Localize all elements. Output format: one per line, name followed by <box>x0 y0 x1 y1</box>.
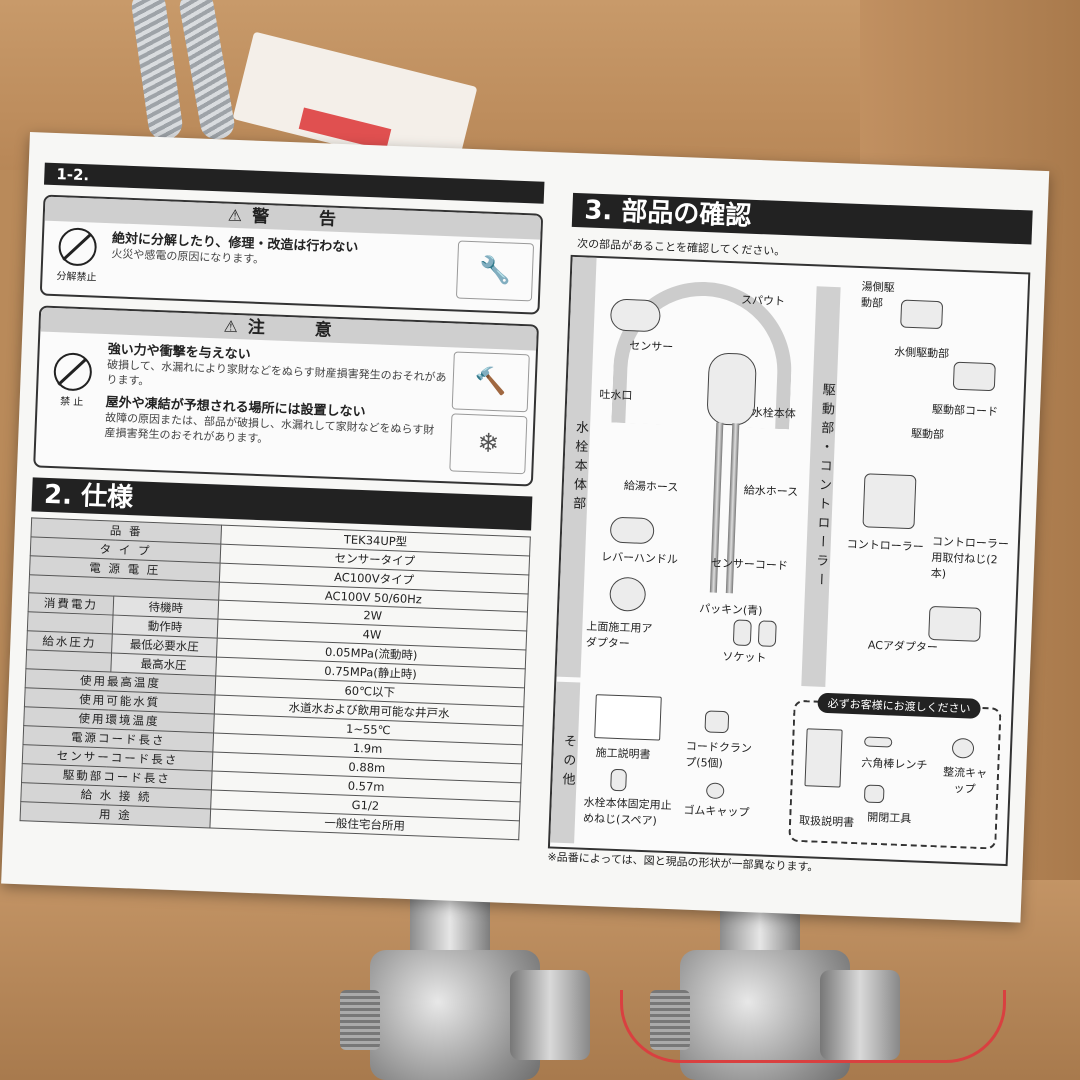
adapter-icon <box>609 576 647 612</box>
warning-box: ⚠警 告 分解禁止 絶対に分解したり、修理・改造は行わない 火災や感電の原因にな… <box>39 194 544 315</box>
fix-screw-icon <box>610 768 627 792</box>
warning-title: 警 告 <box>251 206 359 231</box>
lever-handle-icon <box>609 516 655 545</box>
hex-wrench-icon <box>864 736 893 748</box>
open-tool-icon <box>863 784 885 804</box>
left-column: 1-2. ⚠警 告 分解禁止 絶対に分解したり、修理・改造は行わない 火災や感電… <box>20 162 545 841</box>
label-socket: ソケット <box>722 649 767 665</box>
right-column: 3. 部品の確認 次の部品があることを確認してください。 水栓本体部 駆動部・コ… <box>547 192 1033 874</box>
label-ac-adapter: ACアダプター <box>867 638 939 655</box>
label-adapter: 上面施工用アダプター <box>585 619 653 651</box>
rubber-cap-icon <box>705 782 725 800</box>
warning-triangle-icon: ⚠ <box>227 205 243 226</box>
warning-icon-label: 分解禁止 <box>56 271 97 284</box>
impact-illustration-icon: 🔨 <box>451 351 530 413</box>
caution-icon-label: 禁 止 <box>59 396 84 409</box>
section-label-other: その他 <box>550 681 581 844</box>
label-controller: コントローラー <box>846 537 924 554</box>
label-faucet-body: 水栓本体 <box>751 405 796 421</box>
label-cold-hose: 給水ホース <box>743 483 799 499</box>
label-sensor: センサー <box>628 339 674 354</box>
label-outlet: 吐水口 <box>599 388 633 403</box>
label-cord-clamp: コードクランプ(5個) <box>685 739 753 771</box>
socket-icon <box>732 619 752 647</box>
installation-manual-icon <box>594 694 662 741</box>
label-rubber-cap: ゴムキャップ <box>683 803 750 820</box>
caution-box: ⚠注 意 禁 止 強い力や衝撃を与えない 破損して、水漏れにより家財などをぬらす… <box>33 305 539 487</box>
sensor-head-icon <box>609 298 662 333</box>
label-hot-drive: 湯側駆動部 <box>860 280 895 310</box>
label-sensor-cord: センサーコード <box>710 556 789 573</box>
label-packing: パッキン(青) <box>698 602 763 618</box>
label-spout: スパウト <box>740 293 786 309</box>
controller-icon <box>862 473 917 530</box>
label-user-manual: 取扱説明書 <box>798 814 855 830</box>
label-lever-handle: レバーハンドル <box>600 550 679 567</box>
label-open-tool: 開閉工具 <box>867 810 912 826</box>
label-hot-hose: 給湯ホース <box>623 479 679 495</box>
faucet-wrench-illustration-icon: 🔧 <box>455 240 535 302</box>
section-label-drive: 駆動部・コントローラー <box>801 286 841 687</box>
hot-drive-icon <box>900 299 944 330</box>
label-drive-cord: 駆動部コード <box>931 402 999 419</box>
ac-adapter-icon <box>928 605 982 642</box>
socket-icon <box>757 620 777 648</box>
prohibited-icon <box>53 352 93 392</box>
caution-triangle-icon: ⚠ <box>223 316 239 337</box>
no-disassembly-icon <box>57 227 98 267</box>
faucet-body-icon <box>706 352 758 427</box>
label-hex-wrench: 六角棒レンチ <box>861 756 928 772</box>
freeze-illustration-icon: ❄ <box>449 413 528 475</box>
parts-box: 水栓本体部 駆動部・コントローラー その他 スパウト センサー 吐水口 水栓本体… <box>547 254 1031 867</box>
label-controller-screw: コントローラー用取付ねじ(2本) <box>930 534 1010 581</box>
label-drive: 駆動部 <box>910 427 945 442</box>
label-cold-drive: 水側駆動部 <box>893 345 950 361</box>
section-label-faucet: 水栓本体部 <box>556 256 597 678</box>
drive-valve-left <box>340 880 590 1080</box>
label-fix-screw: 水栓本体固定用止めねじ(スペア) <box>582 795 672 828</box>
red-wire <box>620 990 1006 1063</box>
cold-drive-icon <box>952 361 996 392</box>
instruction-sheet: 1-2. ⚠警 告 分解禁止 絶対に分解したり、修理・改造は行わない 火災や感電… <box>1 132 1050 923</box>
caution-title: 注 意 <box>247 317 355 342</box>
label-manual: 施工説明書 <box>595 746 651 762</box>
label-aerator-cap: 整流キャップ <box>942 765 988 796</box>
cord-clamp-icon <box>704 710 730 734</box>
user-manual-icon <box>804 728 843 788</box>
